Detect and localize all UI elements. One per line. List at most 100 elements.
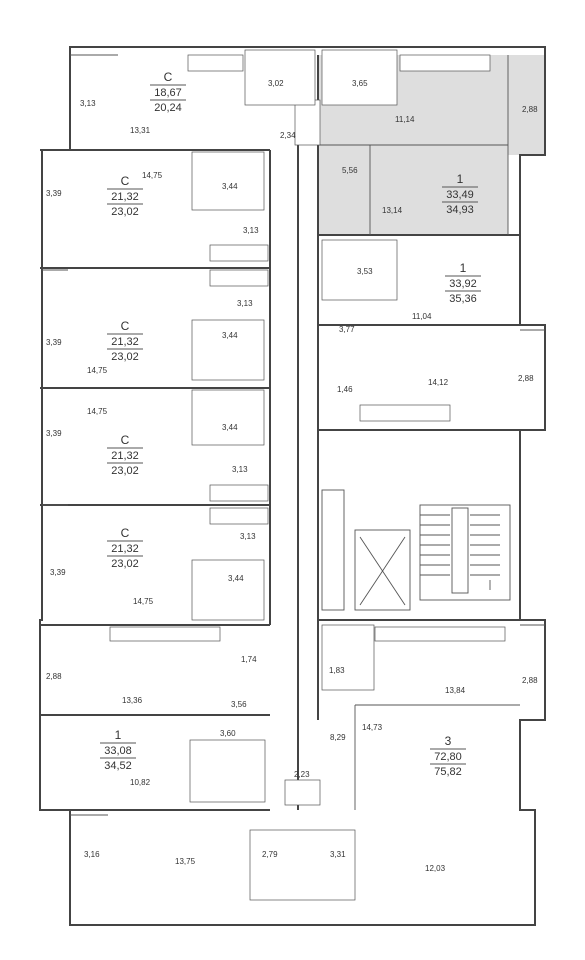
room-area: 2,88 — [522, 676, 538, 685]
room-area: 14,12 — [428, 378, 449, 387]
apartment-a7: С 21,32 23,02 — [107, 526, 143, 570]
bathroom — [191, 559, 265, 621]
apartment-area: 18,67 — [154, 87, 182, 99]
room-area: 11,14 — [395, 115, 415, 124]
room-area: 14,75 — [87, 366, 108, 375]
room-area: 2,88 — [518, 374, 534, 383]
room-area: 1,83 — [329, 666, 345, 675]
room-area: 1,74 — [241, 655, 257, 664]
apartment-type: С — [121, 433, 130, 447]
kitchen-counter — [374, 626, 506, 642]
apartment-total: 23,02 — [111, 351, 139, 363]
room-area: 3,13 — [80, 99, 96, 108]
room-area: 3,16 — [84, 850, 100, 859]
room-area: 2,34 — [280, 131, 296, 140]
apartment-type: С — [164, 70, 173, 84]
apartment-total: 23,02 — [111, 465, 139, 477]
storage — [284, 779, 321, 806]
bathroom — [321, 624, 375, 691]
bathroom — [321, 49, 398, 106]
room-area: 3,53 — [357, 267, 373, 276]
room-area: 14,75 — [87, 407, 108, 416]
storage — [209, 507, 269, 525]
bathroom — [249, 829, 356, 901]
bathroom — [191, 319, 265, 381]
room-area: 2,88 — [522, 105, 538, 114]
room-area: 10,82 — [130, 778, 151, 787]
selected-balcony-fill — [508, 55, 545, 155]
bathroom — [189, 739, 266, 803]
apartment-total: 34,52 — [104, 760, 132, 772]
room-area: 3,02 — [268, 79, 284, 88]
apartment-area: 33,92 — [449, 278, 477, 290]
apartment-area: 33,08 — [104, 745, 132, 757]
kitchen-counter — [359, 404, 451, 422]
room-area: 8,29 — [330, 733, 346, 742]
apartment-area: 21,32 — [111, 336, 139, 348]
bathroom — [321, 239, 398, 301]
apartment-type: С — [121, 319, 130, 333]
room-area: 3,60 — [220, 729, 236, 738]
apartment-type: 1 — [460, 261, 467, 275]
room-area: 3,65 — [352, 79, 368, 88]
apartment-type: С — [121, 174, 130, 188]
apartment-a6: С 21,32 23,02 — [107, 433, 143, 477]
kitchen-counter — [109, 626, 221, 642]
room-area: 5,56 — [342, 166, 358, 175]
room-area: 3,44 — [228, 574, 244, 583]
shaft — [321, 489, 345, 611]
room-area: 3,13 — [243, 226, 259, 235]
apartment-area: 21,32 — [111, 450, 139, 462]
apartment-type: 1 — [457, 172, 464, 186]
room-area: 3,39 — [46, 189, 62, 198]
apartment-type: С — [121, 526, 130, 540]
room-area: 12,03 — [425, 864, 446, 873]
apartment-total: 35,36 — [449, 293, 477, 305]
elevator-shaft — [354, 529, 411, 611]
apartment-area: 21,32 — [111, 543, 139, 555]
storage — [209, 244, 269, 262]
room-area: 2,88 — [46, 672, 62, 681]
room-area: 13,75 — [175, 857, 196, 866]
apartment-a3: С 21,32 23,02 — [107, 174, 143, 218]
kitchen-counter — [187, 54, 244, 72]
apartment-type: 3 — [445, 734, 452, 748]
room-area: 3,56 — [231, 700, 247, 709]
apartment-type: 1 — [115, 728, 122, 742]
apartment-a8: 1 33,08 34,52 — [100, 728, 136, 772]
bathroom — [191, 389, 265, 446]
room-area: 3,39 — [46, 338, 62, 347]
bathroom — [244, 49, 316, 106]
room-area: 13,31 — [130, 126, 151, 135]
apartment-total: 34,93 — [446, 204, 474, 216]
room-area: 13,14 — [382, 206, 403, 215]
room-area: 11,04 — [412, 312, 432, 321]
room-area: 3,39 — [50, 568, 66, 577]
room-area: 14,75 — [133, 597, 154, 606]
kitchen-counter — [399, 54, 491, 72]
elevator-cross — [359, 536, 406, 606]
apartment-a9: 3 72,80 75,82 — [430, 734, 466, 778]
outer-wall — [39, 46, 546, 926]
apartment-a5: С 21,32 23,02 — [107, 319, 143, 363]
bathroom — [191, 151, 265, 211]
apartment-area: 33,49 — [446, 189, 474, 201]
apartment-total: 20,24 — [154, 102, 182, 114]
room-area: 3,44 — [222, 423, 238, 432]
room-area: 14,75 — [142, 171, 163, 180]
room-area: 3,13 — [240, 532, 256, 541]
room-area: 14,73 — [362, 723, 383, 732]
stair-well-gap — [451, 507, 469, 594]
room-area: 3,77 — [339, 325, 355, 334]
storage — [294, 99, 321, 146]
apartment-total: 75,82 — [434, 766, 462, 778]
room-area: 2,23 — [294, 770, 310, 779]
stairwell — [419, 504, 511, 601]
apartment-area: 21,32 — [111, 191, 139, 203]
room-area: 13,36 — [122, 696, 143, 705]
apartment-a2: 1 33,49 34,93 — [442, 172, 478, 216]
room-area: 13,84 — [445, 686, 466, 695]
room-area: 3,31 — [330, 850, 346, 859]
apartment-a1: С 18,67 20,24 — [150, 70, 186, 114]
